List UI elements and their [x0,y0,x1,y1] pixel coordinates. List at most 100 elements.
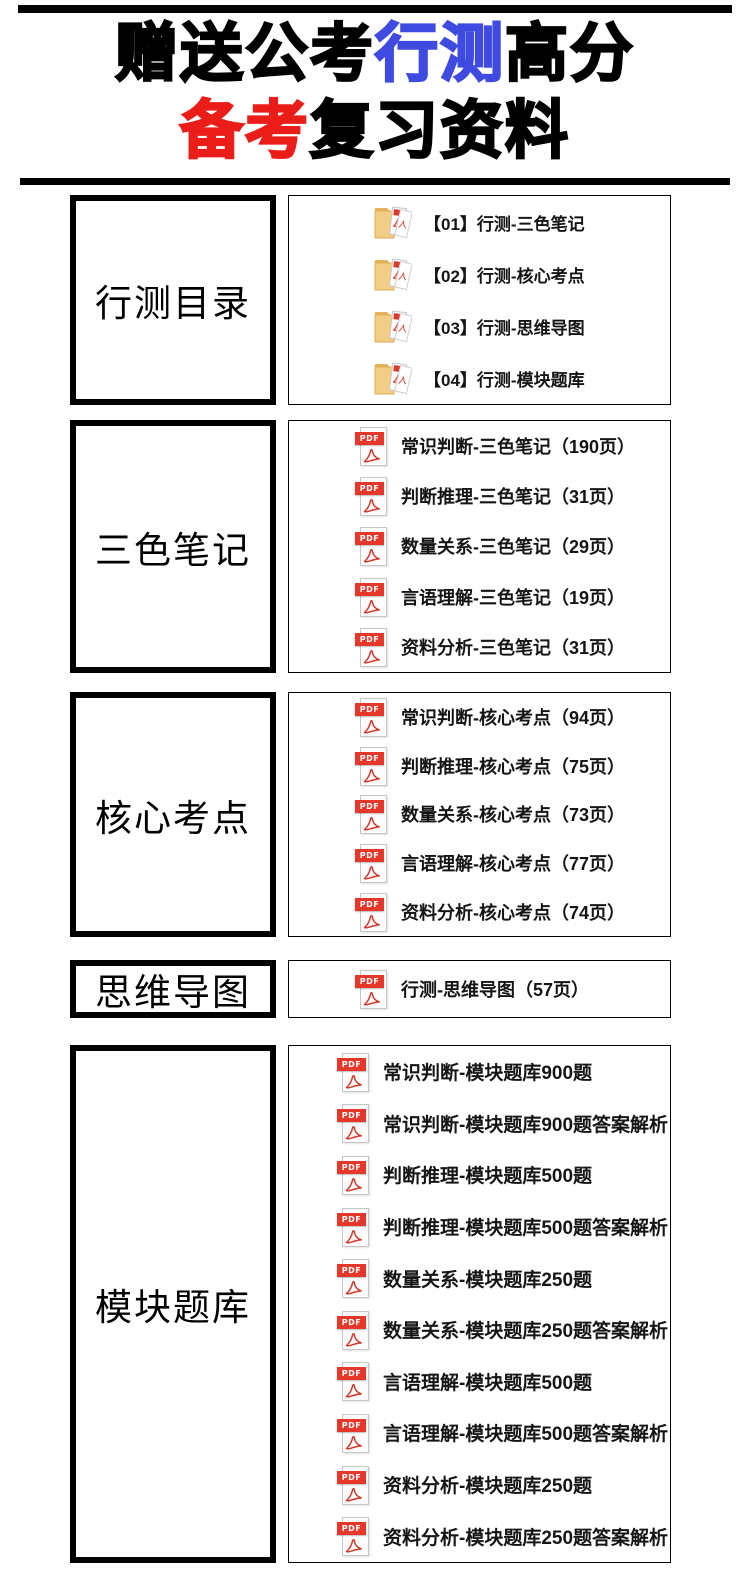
file-list-panel: 【01】行测-三色笔记 【02】行测-核心考点 [288,195,671,405]
pdf-banner-label: PDF [337,1418,366,1432]
acrobat-mark-icon [363,449,380,463]
title-text-highlight-red: 备考 [179,95,310,167]
file-name: 资料分析-三色笔记（31页） [401,637,626,658]
title-divider-rule [20,178,730,185]
file-item: PDF 言语理解-模块题库500题 [289,1361,670,1402]
file-item: PDF 常识判断-模块题库900题答案解析 [289,1103,670,1144]
section-catalog: 行测目录 【01】行测-三色笔记 [70,195,680,405]
file-item: 【01】行测-三色笔记 [289,202,670,242]
pdf-banner-label: PDF [355,751,384,765]
section-three-color-notes: 三色笔记 PDF 常识判断-三色笔记（190页） PDF 判断推理-三色笔记（3… [70,420,680,673]
acrobat-mark-icon [345,1332,362,1347]
acrobat-mark-icon [363,768,380,783]
file-item: PDF 数量关系-模块题库250题 [289,1258,670,1299]
folder-icon [372,358,413,398]
pdf-icon: PDF [355,426,389,467]
file-name: 言语理解-核心考点（77页） [401,854,626,875]
file-name: 【03】行测-思维导图 [424,318,585,338]
pdf-icon: PDF [355,476,389,517]
file-item: PDF 资料分析-核心考点（74页） [289,892,670,932]
section-label-box: 核心考点 [70,692,276,937]
pdf-icon: PDF [337,1465,371,1505]
file-name: 资料分析-模块题库250题答案解析 [383,1527,669,1549]
folder-pdf-icon [374,310,413,343]
file-name: 【04】行测-模块题库 [424,370,585,390]
file-name: 数量关系-模块题库250题答案解析 [383,1321,669,1343]
section-label-box: 思维导图 [70,960,276,1018]
top-black-bar [18,5,732,13]
file-list-panel: PDF 行测-思维导图（57页） [288,960,671,1018]
pdf-icon: PDF [355,627,389,667]
file-name: 数量关系-模块题库250题 [383,1269,593,1291]
section-label: 思维导图 [95,973,251,1014]
acrobat-mark-icon [345,1177,362,1192]
file-item: PDF 资料分析-模块题库250题 [289,1465,670,1505]
pdf-banner-label: PDF [355,849,384,863]
acrobat-mark-icon [345,1384,362,1398]
file-name: 判断推理-核心考点（75页） [401,756,626,777]
file-list-panel: PDF 常识判断-三色笔记（190页） PDF 判断推理-三色笔记（31页） P… [288,420,671,673]
section-label-box: 行测目录 [70,195,276,405]
pdf-icon: PDF [337,1052,371,1092]
pdf-banner-label: PDF [337,1264,366,1278]
file-name: 资料分析-模块题库250题 [383,1476,593,1498]
title-text-highlight-blue: 行测 [374,18,505,90]
section-question-bank: 模块题库 PDF 常识判断-模块题库900题 PDF 常识判断-模块题库900题… [70,1045,680,1563]
title-text: 高分 [504,18,635,90]
pdf-icon: PDF [355,969,389,1009]
pdf-banner-label: PDF [355,703,384,717]
file-name: 判断推理-模块题库500题 [383,1166,593,1188]
folder-pdf-icon [374,258,413,291]
file-list-panel: PDF 常识判断-模块题库900题 PDF 常识判断-模块题库900题答案解析 … [288,1045,671,1563]
folder-icon [372,254,413,294]
file-item: PDF 数量关系-核心考点（73页） [289,794,670,835]
acrobat-mark-icon [345,1281,362,1295]
file-name: 常识判断-模块题库900题 [383,1063,593,1085]
pdf-icon: PDF [355,794,389,835]
file-item: PDF 判断推理-模块题库500题答案解析 [289,1207,670,1247]
acrobat-mark-icon [345,1126,362,1140]
pdf-icon: PDF [337,1516,371,1557]
file-name: 判断推理-模块题库500题答案解析 [383,1218,669,1240]
title-line-1: 赠送公考行测高分 [0,16,750,93]
file-item: 【04】行测-模块题库 [289,358,670,398]
pdf-banner-label: PDF [337,1470,366,1484]
file-list-panel: PDF 常识判断-核心考点（94页） PDF 判断推理-核心考点（75页） PD… [288,692,671,937]
file-item: PDF 言语理解-三色笔记（19页） [289,577,670,617]
pdf-banner-label: PDF [337,1522,366,1536]
section-label-box: 三色笔记 [70,420,276,673]
folder-pdf-icon [374,362,413,395]
pdf-banner-label: PDF [355,897,384,911]
title-line-2: 备考复习资料 [0,93,750,170]
file-name: 言语理解-模块题库500题答案解析 [383,1424,669,1446]
acrobat-mark-icon [345,1539,362,1553]
file-item: PDF 行测-思维导图（57页） [289,969,670,1009]
file-item: PDF 资料分析-模块题库250题答案解析 [289,1516,670,1557]
acrobat-mark-icon [363,549,380,563]
file-name: 言语理解-三色笔记（19页） [401,587,626,608]
file-item: PDF 判断推理-模块题库500题 [289,1155,670,1195]
section-label: 三色笔记 [95,530,251,572]
section-label-box: 模块题库 [70,1045,276,1563]
section-label: 模块题库 [95,1288,251,1329]
acrobat-mark-icon [363,499,380,513]
pdf-banner-label: PDF [355,482,384,496]
acrobat-mark-icon [363,649,380,664]
pdf-icon: PDF [355,746,389,786]
pdf-icon: PDF [337,1361,371,1402]
pdf-icon: PDF [337,1155,371,1195]
file-name: 常识判断-模块题库900题答案解析 [383,1114,669,1136]
acrobat-mark-icon [363,866,380,880]
file-item: PDF 判断推理-核心考点（75页） [289,746,670,786]
folder-icon [372,202,413,242]
pdf-banner-label: PDF [355,582,384,596]
acrobat-mark-icon [363,720,380,734]
acrobat-mark-icon [345,1074,362,1089]
pdf-banner-label: PDF [337,1212,366,1226]
pdf-icon: PDF [337,1413,371,1453]
file-item: PDF 常识判断-核心考点（94页） [289,697,670,738]
acrobat-mark-icon [345,1487,362,1502]
pdf-icon: PDF [355,526,389,567]
file-item: PDF 数量关系-三色笔记（29页） [289,526,670,567]
file-name: 判断推理-三色笔记（31页） [401,487,626,508]
